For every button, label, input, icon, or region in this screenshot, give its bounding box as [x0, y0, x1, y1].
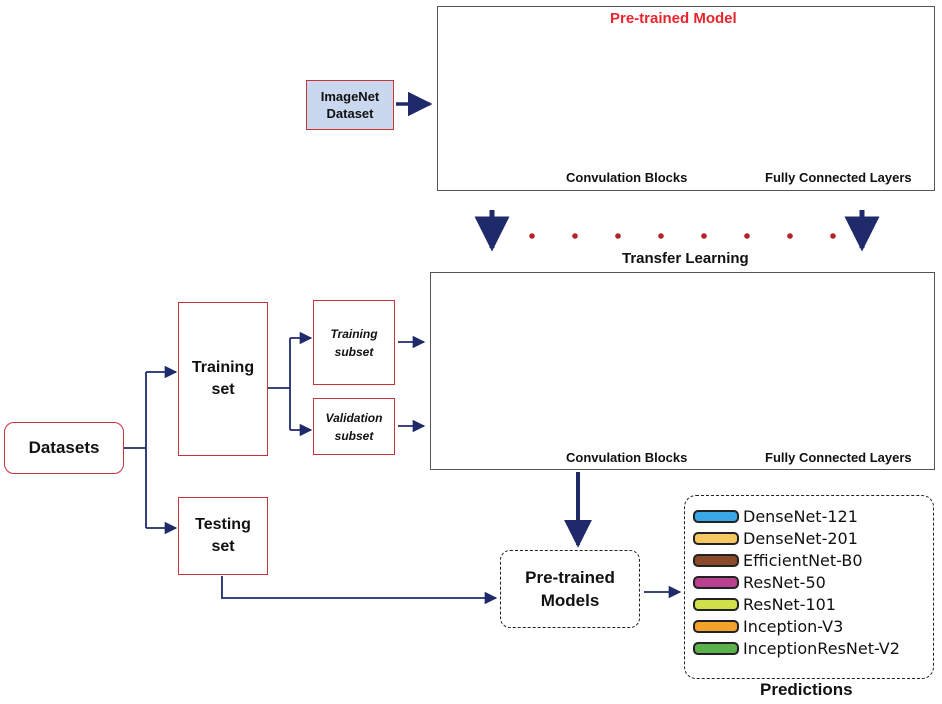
- transfer-dot: [529, 233, 535, 239]
- legend-item: ResNet-50: [693, 571, 927, 593]
- legend-item: EfficientNet-B0: [693, 549, 927, 571]
- legend-label: DenseNet-121: [743, 506, 858, 526]
- transfer-dot: [615, 233, 621, 239]
- validation-subset-box: Validation subset: [313, 398, 395, 455]
- validation-subset-label: Validation subset: [325, 410, 383, 443]
- legend-swatch: [693, 553, 739, 567]
- legend-item: ResNet-101: [693, 593, 927, 615]
- legend-swatch: [693, 619, 739, 633]
- predictions-label: Predictions: [760, 680, 853, 699]
- testing-set-box: Testing set: [178, 497, 268, 575]
- legend-label: DenseNet-201: [743, 528, 858, 548]
- testing-set-label: Testing set: [195, 516, 251, 555]
- legend-label: ResNet-50: [743, 572, 826, 592]
- bottom-convolution-blocks-label: Convulation Blocks: [566, 450, 688, 465]
- transfer-dot: [658, 233, 664, 239]
- legend-label: Inception-V3: [743, 616, 844, 636]
- pretrained-model-title: Pre-trained Model: [610, 10, 737, 27]
- legend-item: Inception-V3: [693, 615, 927, 637]
- pretrained-models-label: Pre-trained Models: [525, 568, 615, 610]
- training-subset-label: Training subset: [330, 326, 378, 359]
- legend-swatch: [693, 641, 739, 655]
- bottom-fully-connected-label: Fully Connected Layers: [765, 450, 912, 465]
- legend-swatch: [693, 575, 739, 589]
- transfer-dot: [787, 233, 793, 239]
- pretrained-models-box: Pre-trained Models: [500, 550, 640, 628]
- legend-item: DenseNet-121: [693, 505, 927, 527]
- legend-label: ResNet-101: [743, 594, 836, 614]
- imagenet-dataset-label: ImageNet Dataset: [320, 89, 380, 121]
- transfer-dot: [830, 233, 836, 239]
- training-subset-box: Training subset: [313, 300, 395, 385]
- fine-tuned-model-panel: [430, 272, 935, 470]
- top-fully-connected-label: Fully Connected Layers: [765, 170, 912, 185]
- legend-label: InceptionResNet-V2: [743, 638, 900, 658]
- testing-to-models-arrow: [221, 576, 498, 605]
- legend-swatch: [693, 597, 739, 611]
- legend-item: InceptionResNet-V2: [693, 637, 927, 659]
- legend-label: EfficientNet-B0: [743, 550, 863, 570]
- legend-swatch: [693, 509, 739, 523]
- training-set-label: Training set: [191, 359, 255, 398]
- legend-swatch: [693, 531, 739, 545]
- transfer-learning-label: Transfer Learning: [622, 250, 749, 267]
- datasets-label: Datasets: [28, 438, 100, 457]
- legend-item: DenseNet-201: [693, 527, 927, 549]
- imagenet-dataset-box: ImageNet Dataset: [306, 80, 394, 130]
- datasets-box: Datasets: [4, 422, 124, 474]
- transfer-dot: [744, 233, 750, 239]
- pretrained-model-panel: [437, 6, 935, 191]
- transfer-dot: [701, 233, 707, 239]
- transfer-dot: [572, 233, 578, 239]
- training-set-box: Training set: [178, 302, 268, 456]
- connector-arrows: [124, 91, 880, 605]
- top-convolution-blocks-label: Convulation Blocks: [566, 170, 688, 185]
